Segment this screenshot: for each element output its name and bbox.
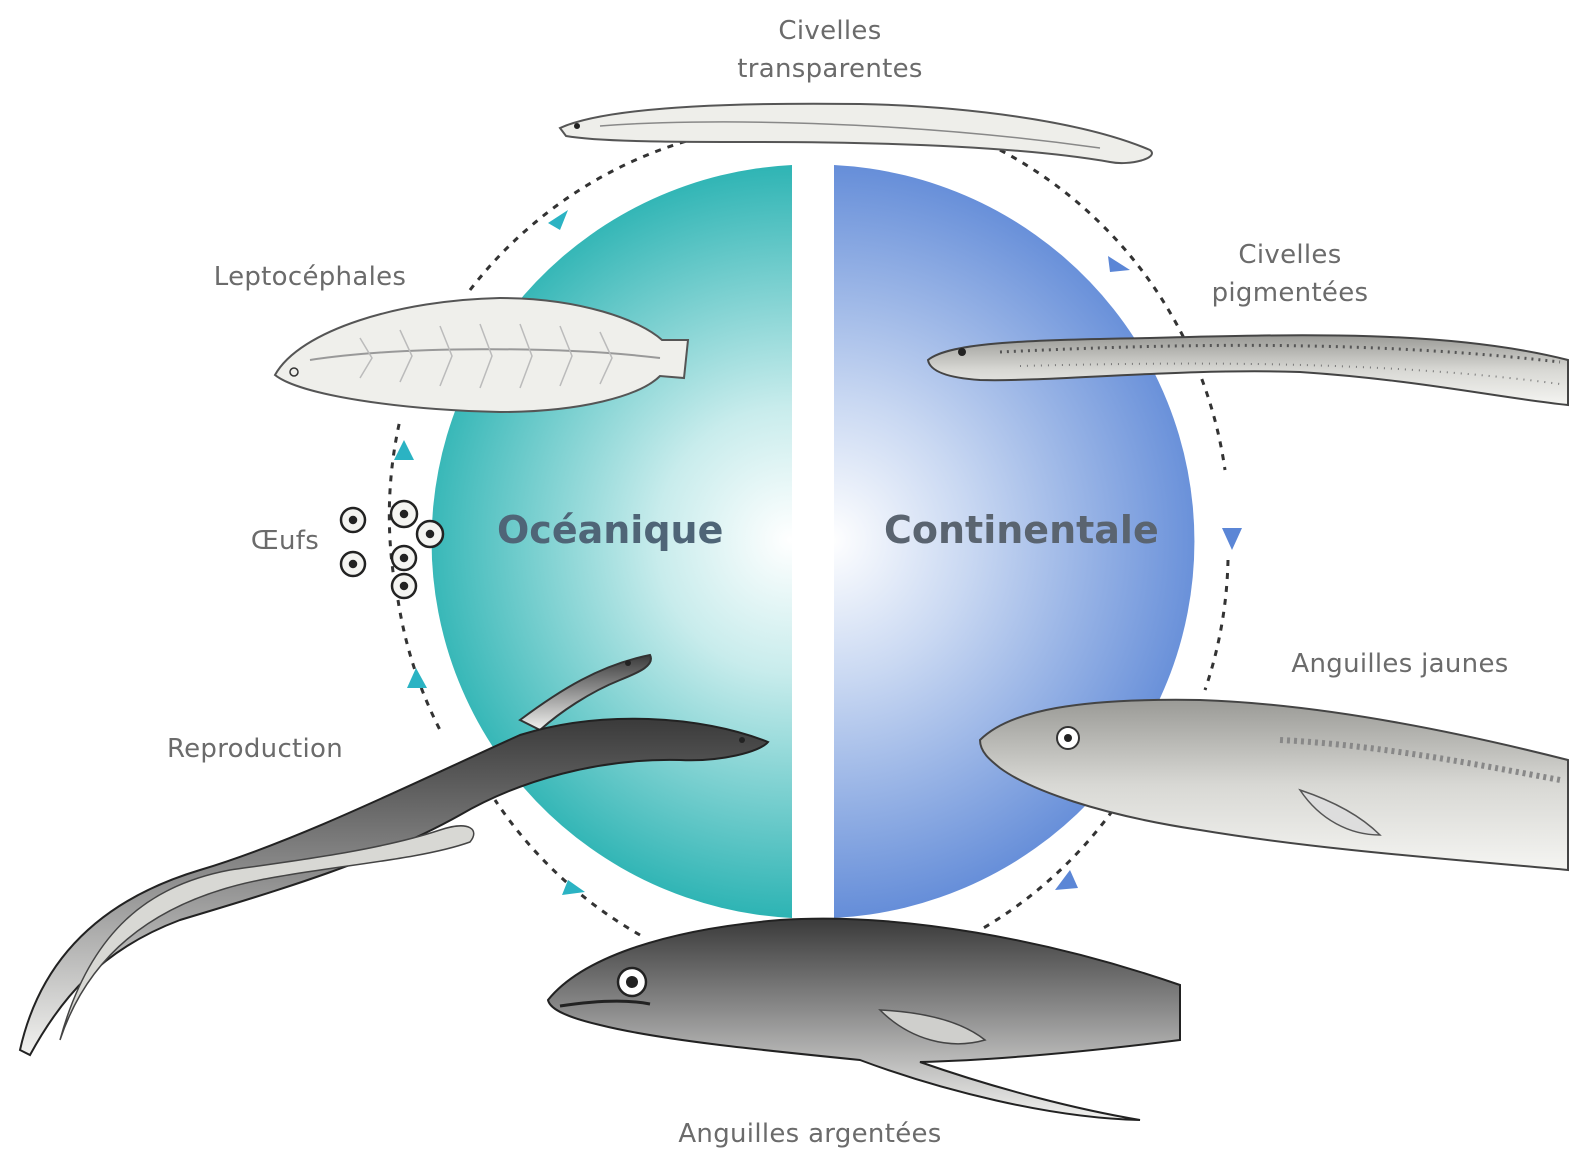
egg-icon xyxy=(392,546,416,570)
cycle-arrow-icon xyxy=(548,210,568,230)
eggs-cluster xyxy=(341,501,443,598)
yellow-eel-illustration xyxy=(980,700,1568,870)
label-oeufs: Œufs xyxy=(240,522,330,560)
label-anguilles-argentees: Anguilles argentées xyxy=(640,1115,980,1153)
continental-title: Continentale xyxy=(884,508,1159,552)
cycle-arrow-icon xyxy=(407,668,427,688)
egg-icon xyxy=(341,508,365,532)
cycle-arrow-icon xyxy=(394,440,414,460)
label-line: Civelles xyxy=(1180,236,1400,274)
label-line: Civelles xyxy=(700,12,960,50)
label-anguilles-jaunes: Anguilles jaunes xyxy=(1260,645,1540,683)
egg-icon xyxy=(341,552,365,576)
silver-eel-illustration xyxy=(548,919,1180,1120)
label-civelles-pigmentees: Civelles pigmentées xyxy=(1180,236,1400,312)
oceanic-title: Océanique xyxy=(497,508,723,552)
cycle-arrow-icon xyxy=(1222,528,1242,550)
label-line: transparentes xyxy=(700,50,960,88)
egg-icon xyxy=(392,574,416,598)
label-line: pigmentées xyxy=(1180,274,1400,312)
label-leptocephales: Leptocéphales xyxy=(180,258,440,296)
glass-eel-illustration xyxy=(560,104,1152,163)
egg-icon xyxy=(417,521,443,547)
label-reproduction: Reproduction xyxy=(140,730,370,768)
egg-icon xyxy=(391,501,417,527)
label-civelles-transparentes: Civelles transparentes xyxy=(700,12,960,88)
cycle-arrow-icon xyxy=(1108,256,1130,272)
